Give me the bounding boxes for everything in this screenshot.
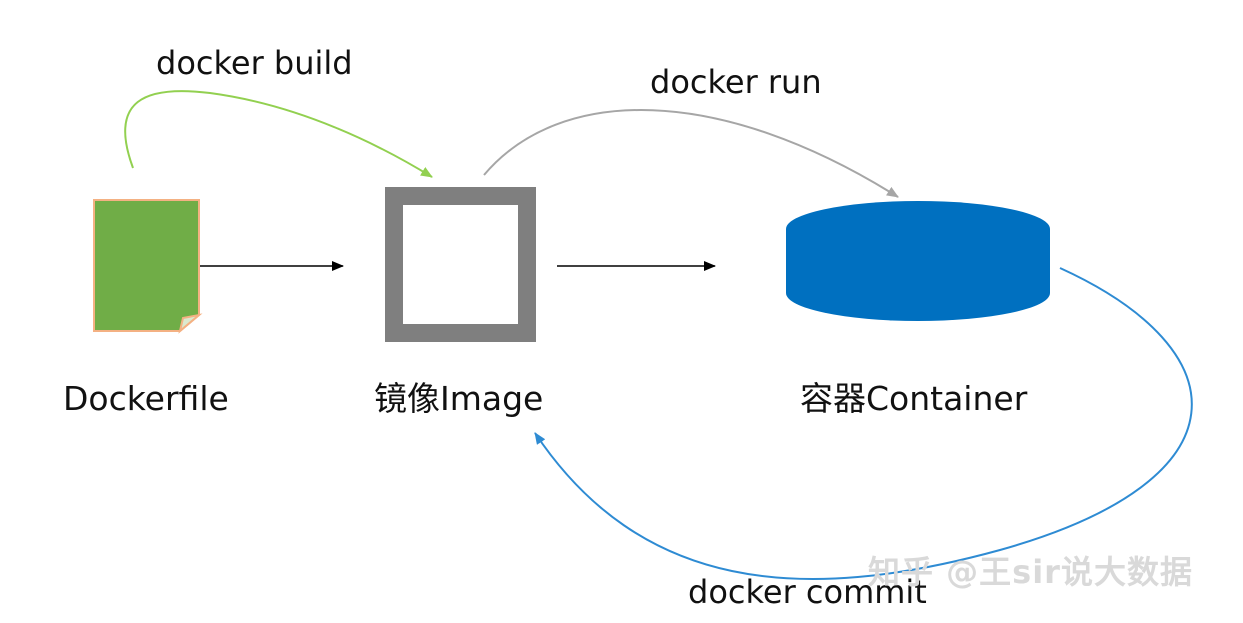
container-label: 容器Container [800,379,1028,418]
docker-commit-arrow [534,267,1193,580]
watermark: 知乎 @王sir说大数据 [868,553,1193,591]
container-cylinder-icon [786,201,1050,321]
docker-build-arrow [124,90,433,178]
docker-run-label: docker run [650,63,822,101]
image-frame-icon [385,187,536,342]
docker-run-arrow [483,109,899,198]
dockerfile-label: Dockerfile [63,379,229,418]
image-label: 镜像Image [374,379,544,418]
docker-commit-label: docker commit [688,573,927,611]
document-icon [93,199,203,334]
docker-build-label: docker build [156,44,353,82]
